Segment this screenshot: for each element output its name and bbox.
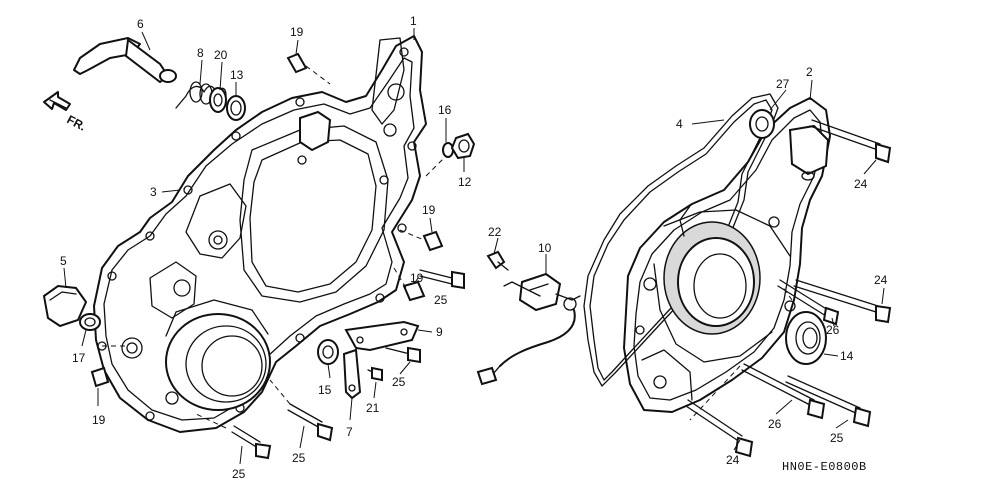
- left-crankcase-cover: [93, 35, 427, 433]
- callout-19-top: 19: [290, 25, 304, 39]
- callout-12: 12: [458, 175, 472, 189]
- callout-9: 9: [436, 325, 443, 339]
- callout-24-mid: 24: [874, 273, 888, 287]
- callout-25-center: 25: [392, 375, 406, 389]
- callout-25-far-right: 25: [830, 431, 844, 445]
- wire-clamp-bracket: [344, 320, 420, 352]
- oil-seal-large: [785, 311, 827, 365]
- callout-25-right: 25: [434, 293, 448, 307]
- right-cover-gasket: [583, 93, 779, 387]
- callout-10: 10: [538, 241, 552, 255]
- callout-6: 6: [137, 17, 144, 31]
- callout-24-top: 24: [854, 177, 868, 191]
- callout-16: 16: [438, 103, 452, 117]
- callout-4: 4: [676, 117, 683, 131]
- callout-2: 2: [806, 65, 813, 79]
- callout-22: 22: [488, 225, 502, 239]
- callout-24-bottom: 24: [726, 453, 740, 467]
- dowel-pins: [90, 52, 444, 388]
- callout-5: 5: [60, 254, 67, 268]
- callout-7: 7: [346, 425, 353, 439]
- front-direction-arrow: FR.: [43, 91, 89, 134]
- left-cover-bolts: [231, 269, 465, 460]
- oil-seal-small: [317, 339, 339, 365]
- drain-plug: [450, 132, 476, 160]
- leader-lines: [63, 28, 885, 465]
- callout-19-bottom-left: 19: [92, 413, 106, 427]
- stopper-arm: [342, 348, 362, 400]
- callout-3: 3: [150, 185, 157, 199]
- callout-26-upper: 26: [826, 323, 840, 337]
- callout-8: 8: [197, 46, 204, 60]
- sensor-harness: [476, 250, 581, 386]
- callout-15: 15: [318, 383, 332, 397]
- callout-26-lower: 26: [768, 417, 782, 431]
- right-cover-bolts: [685, 119, 892, 458]
- front-direction-label: FR.: [65, 112, 89, 133]
- figure-code: HN0E-E0800B: [782, 460, 867, 474]
- callout-20: 20: [214, 48, 228, 62]
- sealing-washer: [442, 142, 454, 158]
- callout-labels: 6 8 20 13 19 1 3 5 17 19 16 12 19 19 25 …: [60, 14, 888, 481]
- spring-and-washers: [175, 81, 246, 121]
- callout-19-mid: 19: [422, 203, 436, 217]
- callout-13: 13: [230, 68, 244, 82]
- callout-21: 21: [366, 401, 380, 415]
- callout-25-bottom: 25: [232, 467, 246, 481]
- kick-shaft: [73, 37, 177, 84]
- right-crankcase-cover: [623, 97, 831, 413]
- callout-25-lower: 25: [292, 451, 306, 465]
- callout-27: 27: [776, 77, 790, 91]
- oil-filler-cap: [42, 284, 101, 331]
- callout-1: 1: [410, 14, 417, 28]
- callout-14: 14: [840, 349, 854, 363]
- callout-17: 17: [72, 351, 86, 365]
- callout-19-lower: 19: [410, 271, 424, 285]
